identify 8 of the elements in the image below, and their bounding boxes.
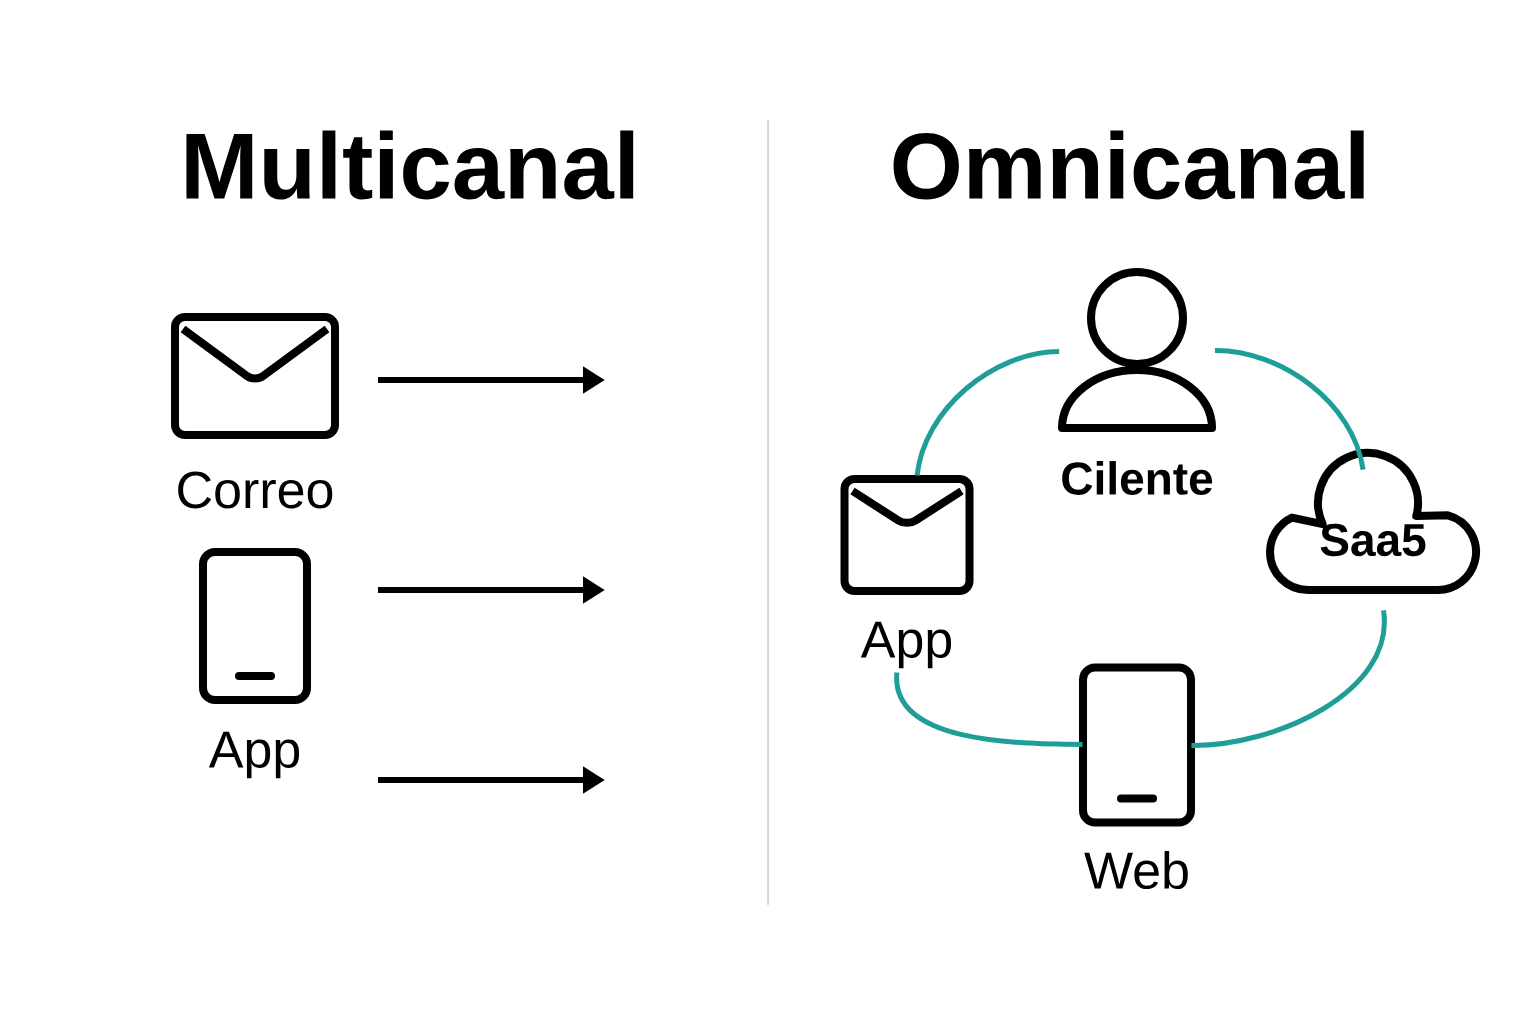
icon-label: Cilente	[1062, 461, 1213, 495]
heading: Multicanal	[186, 130, 634, 200]
icon-label: Web	[1084, 850, 1188, 890]
icon-label: Correo	[178, 471, 333, 509]
heading: Omnicanal	[893, 130, 1364, 200]
node-label: Saa5	[1320, 523, 1426, 557]
icon-label: App	[208, 731, 300, 779]
icon-label: App	[860, 621, 952, 669]
